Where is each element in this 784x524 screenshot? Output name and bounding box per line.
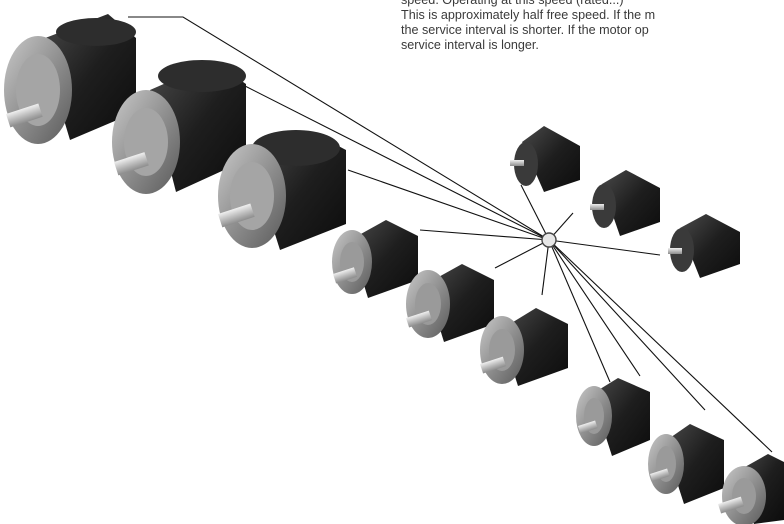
leader-line [495,240,549,268]
motor-medium-3 [480,308,568,386]
motor-small-2 [590,170,660,236]
motor-small-3 [668,214,740,278]
leader-line [542,240,549,295]
motor-medium-2 [406,264,494,342]
leader-line [420,230,549,240]
motor-small-4 [576,378,650,456]
leader-line [549,240,660,255]
motor-small-1 [510,126,580,192]
motor-small-6 [718,454,784,524]
motor-small-5 [648,424,724,504]
motor-medium-1 [332,220,418,298]
leader-hub [542,233,556,247]
